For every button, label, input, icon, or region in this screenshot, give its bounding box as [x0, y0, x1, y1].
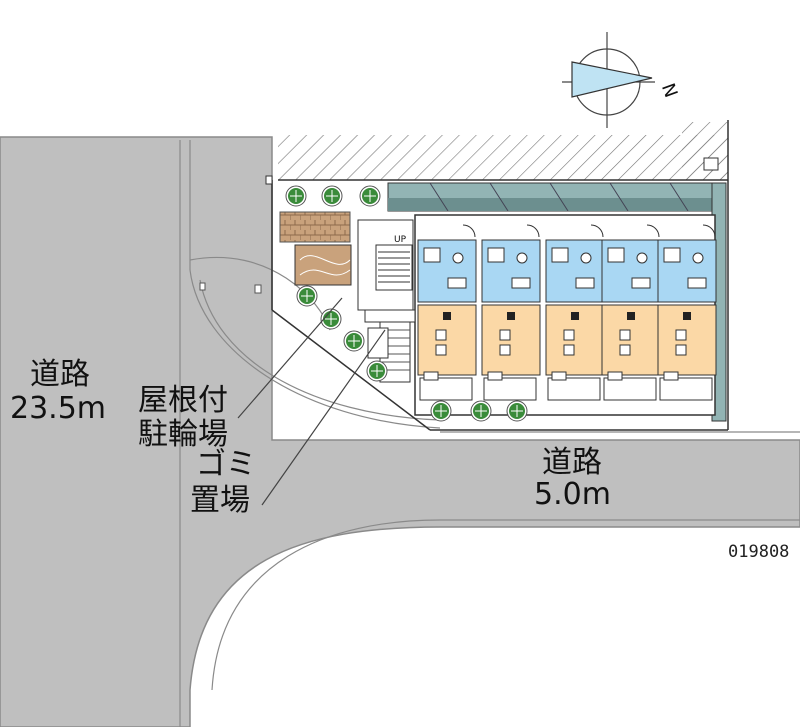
- furniture: [435, 344, 447, 356]
- door-swing: [462, 224, 476, 238]
- trees-layer: [285, 185, 528, 422]
- bath-fixture: [663, 247, 681, 263]
- kitchen-fixture: [687, 277, 707, 289]
- pillar: [571, 312, 579, 320]
- toilet-fixture: [636, 252, 648, 264]
- main-road-width: 23.5m: [10, 391, 106, 426]
- door-swing: [702, 224, 716, 238]
- tree-icon: [296, 285, 318, 307]
- walkway: [387, 182, 727, 422]
- furniture: [499, 344, 511, 356]
- door-swing: [590, 224, 604, 238]
- room-floor: [417, 304, 477, 376]
- furniture: [619, 344, 631, 356]
- furniture: [563, 329, 575, 341]
- unit-2: [481, 224, 541, 401]
- kitchen-fixture: [511, 277, 531, 289]
- furniture: [675, 329, 687, 341]
- balcony: [483, 377, 537, 401]
- kitchen-fixture: [631, 277, 651, 289]
- pillar: [443, 312, 451, 320]
- toilet-fixture: [580, 252, 592, 264]
- toilet-fixture: [452, 252, 464, 264]
- tree-icon: [506, 400, 528, 422]
- garbage-area-label-line1: ゴミ: [196, 447, 256, 482]
- bath-fixture: [423, 247, 441, 263]
- north-arrow-icon: N: [562, 32, 681, 128]
- units-layer: [417, 224, 717, 401]
- balcony: [603, 377, 657, 401]
- tree-icon: [359, 185, 381, 207]
- ac-unit: [423, 371, 439, 381]
- kitchen-fixture: [575, 277, 595, 289]
- unit-4: [601, 224, 661, 401]
- tree-icon: [285, 185, 307, 207]
- door-swing: [646, 224, 660, 238]
- door-swing: [526, 224, 540, 238]
- unit-5: [657, 224, 717, 401]
- ac-unit: [607, 371, 623, 381]
- ac-unit: [551, 371, 567, 381]
- unit-1: [417, 224, 477, 401]
- side-road-name: 道路: [542, 445, 602, 480]
- side-road: [211, 431, 800, 691]
- leader-lines: [237, 297, 386, 506]
- site-boundary: [265, 120, 729, 431]
- balcony: [419, 377, 473, 401]
- bicycle-parking-label-line2: 駐輪場: [138, 417, 228, 452]
- garbage-area-label-line2: 置場: [190, 483, 250, 518]
- compass-letter: N: [657, 81, 681, 101]
- balcony: [547, 377, 601, 401]
- tree-icon: [430, 400, 452, 422]
- bicycle-parking: [279, 211, 352, 286]
- ac-unit: [487, 371, 503, 381]
- pillar: [683, 312, 691, 320]
- unit-3: [545, 224, 605, 401]
- toilet-fixture: [516, 252, 528, 264]
- tree-icon: [366, 360, 388, 382]
- furniture: [675, 344, 687, 356]
- staircase: UP: [357, 219, 416, 383]
- bath-fixture: [607, 247, 625, 263]
- balcony: [659, 377, 713, 401]
- bath-fixture: [487, 247, 505, 263]
- toilet-fixture: [692, 252, 704, 264]
- pillar: [507, 312, 515, 320]
- bath-fixture: [551, 247, 569, 263]
- kitchen-fixture: [447, 277, 467, 289]
- garbage-area: [367, 327, 389, 359]
- furniture: [563, 344, 575, 356]
- property-id: 019808: [728, 542, 789, 562]
- main-road-name: 道路: [30, 357, 90, 392]
- tree-icon: [343, 330, 365, 352]
- furniture: [619, 329, 631, 341]
- bicycle-parking-label-line1: 屋根付: [138, 383, 228, 418]
- side-road-width: 5.0m: [534, 477, 611, 512]
- furniture: [499, 329, 511, 341]
- stair-up-label: UP: [394, 235, 407, 245]
- pillar: [627, 312, 635, 320]
- tree-icon: [470, 400, 492, 422]
- furniture: [435, 329, 447, 341]
- tree-icon: [321, 185, 343, 207]
- ac-unit: [663, 371, 679, 381]
